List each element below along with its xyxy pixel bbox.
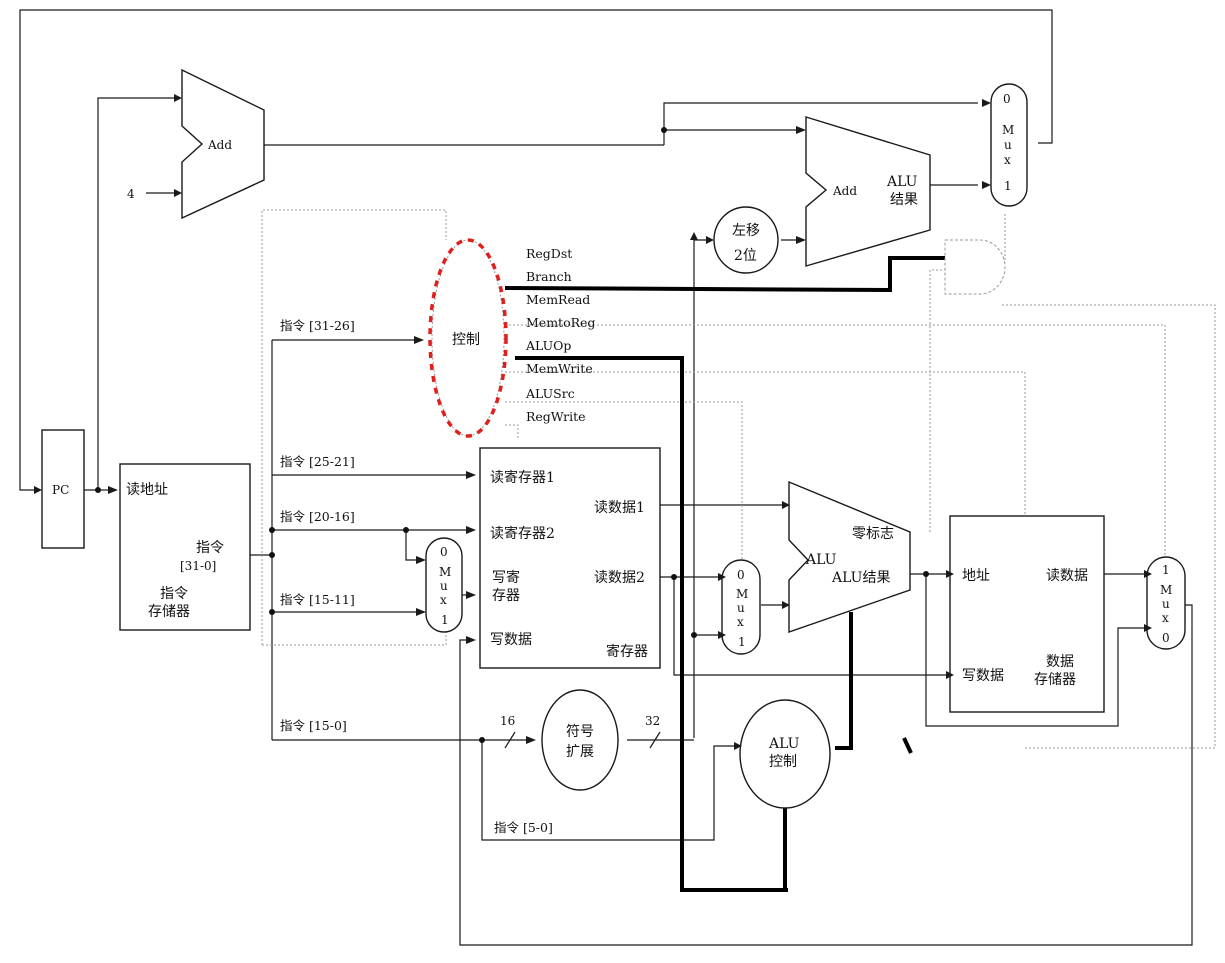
shift-left-label-2: 2位 — [734, 248, 757, 264]
regfile-write-reg-2: 存器 — [492, 588, 520, 604]
instr-mem-bits: [31-0] — [180, 559, 216, 573]
regdst-mux-1: 1 — [441, 613, 449, 627]
pc-label: PC — [52, 483, 69, 497]
regdst-mux-0: 0 — [440, 545, 448, 559]
regdst-mux-x: x — [440, 593, 447, 607]
memtoreg-mux-m: M — [1160, 583, 1172, 597]
alusrc-mux-m: M — [736, 587, 748, 601]
signal-memtoreg: MemtoReg — [526, 315, 595, 330]
width-16: 16 — [500, 714, 515, 728]
signal-regwrite: RegWrite — [526, 409, 586, 424]
instr-mem-name-2: 存储器 — [148, 604, 190, 620]
branch-adder-label: Add — [832, 184, 857, 198]
sign-extend-label-2: 扩展 — [566, 744, 594, 760]
control-label: 控制 — [452, 332, 480, 348]
alu-result: ALU结果 — [831, 570, 890, 586]
instr-mem-name-1: 指令 — [160, 586, 188, 602]
dmem-read-data: 读数据 — [1046, 567, 1088, 584]
dmem-name-2: 存储器 — [1034, 672, 1076, 688]
signal-branch: Branch — [526, 269, 572, 284]
width-32: 32 — [645, 714, 660, 728]
shift-left-label-1: 左移 — [732, 223, 760, 239]
branch-and-gate — [944, 239, 1006, 295]
pc-mux-x: x — [1004, 153, 1011, 167]
main-alu — [788, 480, 911, 633]
branch-adder-result-1: ALU — [886, 174, 918, 190]
branch-adder — [805, 116, 931, 267]
field-5-0: 指令 [5-0] — [494, 820, 553, 835]
alu-control-label-1: ALU — [768, 736, 800, 752]
sign-extend-label-1: 符号 — [566, 724, 594, 740]
instr-mem-instr: 指令 — [196, 540, 224, 556]
regfile-read-data2: 读数据2 — [594, 569, 645, 586]
regfile-read-reg2: 读寄存器2 — [490, 525, 555, 542]
pc-adder — [181, 68, 265, 220]
memtoreg-mux-x: x — [1162, 611, 1169, 625]
pc-mux — [990, 83, 1028, 207]
pc-register — [41, 429, 85, 549]
regfile-name: 寄存器 — [606, 643, 648, 660]
alusrc-mux — [721, 559, 761, 655]
regfile-write-data: 写数据 — [490, 632, 532, 648]
register-file — [479, 447, 661, 669]
field-20-16: 指令 [20-16] — [280, 509, 355, 524]
memtoreg-mux — [1146, 556, 1186, 650]
field-15-11: 指令 [15-11] — [280, 592, 355, 607]
pc-mux-m: M — [1002, 123, 1014, 137]
junctions — [95, 127, 929, 743]
regdst-mux-m: M — [439, 565, 451, 579]
signal-aluop: ALUOp — [525, 338, 571, 353]
field-31-26: 指令 [31-26] — [280, 318, 355, 333]
dmem-name-1: 数据 — [1046, 654, 1074, 670]
pc-mux-1: 1 — [1004, 179, 1012, 193]
regdst-mux — [425, 537, 463, 633]
memtoreg-mux-u: u — [1162, 597, 1170, 611]
signal-memwrite: MemWrite — [526, 361, 593, 376]
control-highlight — [428, 238, 508, 438]
pc-mux-0: 0 — [1003, 92, 1011, 106]
regdst-mux-u: u — [440, 579, 448, 593]
constant-four: 4 — [127, 187, 135, 201]
alu-zero: 零标志 — [852, 526, 894, 542]
alusrc-mux-1: 1 — [738, 635, 746, 649]
dmem-addr: 地址 — [962, 568, 990, 584]
data-memory — [949, 515, 1105, 713]
field-25-21: 指令 [25-21] — [280, 454, 355, 469]
emphasis-lines — [504, 256, 945, 892]
memtoreg-mux-0: 0 — [1162, 631, 1170, 645]
alusrc-mux-x: x — [737, 615, 744, 629]
sign-extend — [541, 689, 619, 791]
pc-adder-label: Add — [207, 138, 232, 152]
signal-alusrc: ALUSrc — [525, 386, 575, 401]
alu-control-label-2: 控制 — [769, 754, 797, 770]
instruction-memory — [119, 463, 251, 631]
instr-mem-read-addr: 读地址 — [126, 481, 168, 498]
alusrc-mux-u: u — [737, 601, 745, 615]
pc-mux-u: u — [1004, 138, 1012, 152]
alu-name: ALU — [805, 552, 837, 568]
regfile-read-data1: 读数据1 — [594, 499, 645, 516]
alu-control — [739, 699, 831, 809]
arrowheads — [34, 94, 1152, 750]
branch-adder-result-2: 结果 — [890, 192, 918, 208]
field-15-0: 指令 [15-0] — [280, 718, 347, 733]
regfile-read-reg1: 读寄存器1 — [490, 469, 555, 486]
regfile-write-reg-1: 写寄 — [492, 569, 520, 586]
dmem-write-data: 写数据 — [962, 668, 1004, 684]
alusrc-mux-0: 0 — [737, 568, 745, 582]
control-unit — [431, 239, 505, 437]
memtoreg-mux-1: 1 — [1162, 563, 1170, 577]
signal-memread: MemRead — [526, 292, 590, 307]
signal-regdst: RegDst — [526, 246, 572, 261]
